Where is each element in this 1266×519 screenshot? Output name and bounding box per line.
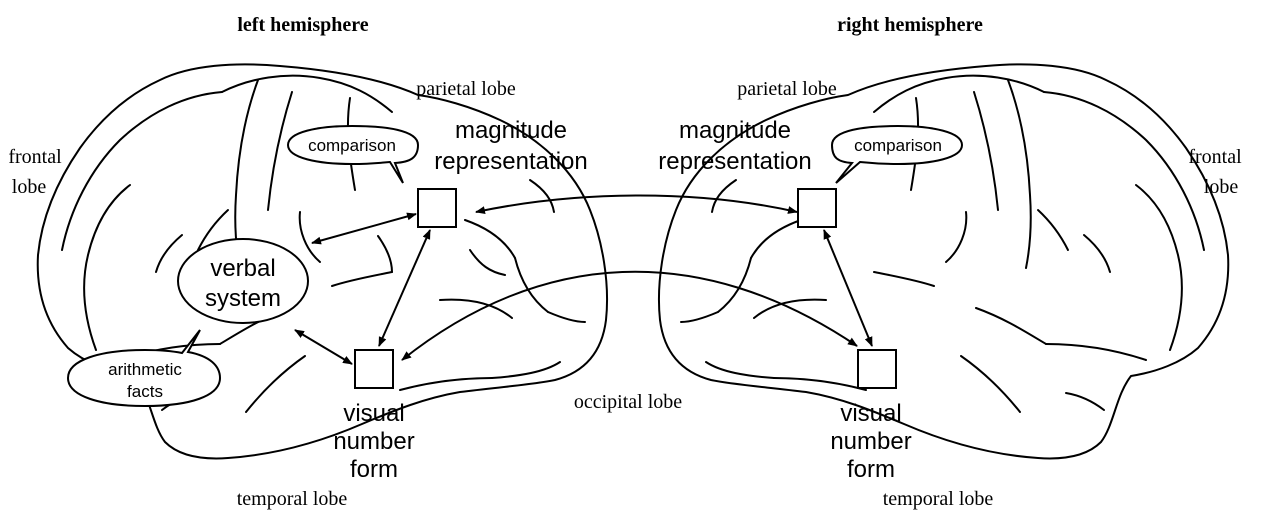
right-magnitude-label-line2: representation <box>658 148 811 175</box>
left-magnitude-label-line1: magnitude <box>455 117 567 144</box>
arithmetic-label-line1: arithmetic <box>108 360 182 379</box>
arrow-magnitude-visual-left <box>379 230 430 346</box>
right-visual-number-node <box>858 350 896 388</box>
left-parietal-label: parietal lobe <box>416 78 516 100</box>
arrow-verbal-visual-left <box>295 330 352 364</box>
right-visual-label-line1: visual <box>840 400 901 427</box>
arrow-verbal-magnitude-left <box>312 214 416 243</box>
right-visual-label-line2: number <box>830 428 911 455</box>
left-hemisphere-title: left hemisphere <box>237 14 368 36</box>
left-magnitude-node <box>418 189 456 227</box>
occipital-label: occipital lobe <box>574 391 682 413</box>
left-visual-label-line3: form <box>350 456 398 483</box>
left-comparison-label: comparison <box>308 136 396 155</box>
left-magnitude-label-line2: representation <box>434 148 587 175</box>
right-frontal-label-line1: frontal <box>1188 146 1242 168</box>
right-visual-label-line3: form <box>847 456 895 483</box>
right-comparison-label: comparison <box>854 136 942 155</box>
verbal-label-line2: system <box>205 285 281 312</box>
right-temporal-label: temporal lobe <box>883 488 994 510</box>
arithmetic-label-line2: facts <box>127 382 163 401</box>
right-magnitude-node <box>798 189 836 227</box>
left-visual-label-line2: number <box>333 428 414 455</box>
right-frontal-label-line2: lobe <box>1204 176 1239 198</box>
right-magnitude-label-line1: magnitude <box>679 117 791 144</box>
arrow-visual-interhemispheric <box>402 272 857 360</box>
left-temporal-label: temporal lobe <box>237 488 348 510</box>
left-visual-number-node <box>355 350 393 388</box>
left-frontal-label-line1: frontal <box>8 146 62 168</box>
arithmetic-facts-bubble: arithmetic facts <box>68 330 220 406</box>
right-hemisphere-title: right hemisphere <box>837 14 983 36</box>
right-parietal-label: parietal lobe <box>737 78 837 100</box>
left-visual-label-line1: visual <box>343 400 404 427</box>
left-frontal-label-line2: lobe <box>12 176 47 198</box>
right-comparison-bubble: comparison <box>832 126 962 183</box>
arrow-magnitude-interhemispheric <box>476 196 797 213</box>
verbal-label-line1: verbal <box>210 255 275 282</box>
connections <box>295 196 872 365</box>
